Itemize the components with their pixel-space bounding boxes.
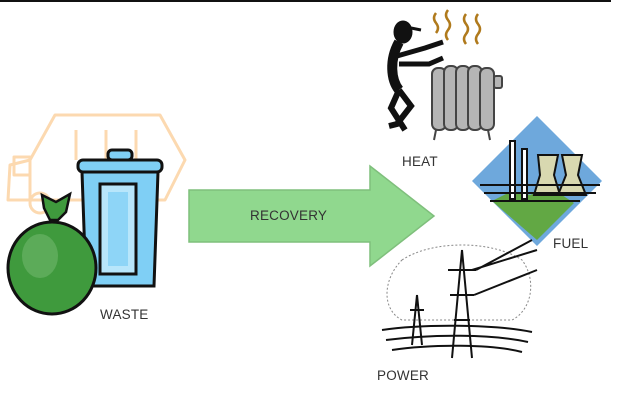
garbage-bag-icon bbox=[6, 191, 98, 316]
trash-bin-icon bbox=[76, 148, 164, 288]
steam-icon bbox=[432, 9, 482, 45]
power-pylons-icon bbox=[381, 239, 538, 359]
waste-label: WASTE bbox=[100, 307, 149, 322]
top-border-line bbox=[0, 0, 611, 2]
garbage-truck-outline-icon bbox=[6, 113, 187, 215]
radiator-icon bbox=[431, 65, 503, 141]
person-icon bbox=[387, 20, 444, 132]
fuel-label: FUEL bbox=[553, 236, 589, 251]
recovery-label: RECOVERY bbox=[250, 208, 328, 223]
recovery-arrow bbox=[188, 164, 436, 268]
power-label: POWER bbox=[377, 368, 430, 383]
power-plant-icon bbox=[472, 116, 602, 246]
heat-label: HEAT bbox=[402, 154, 438, 169]
